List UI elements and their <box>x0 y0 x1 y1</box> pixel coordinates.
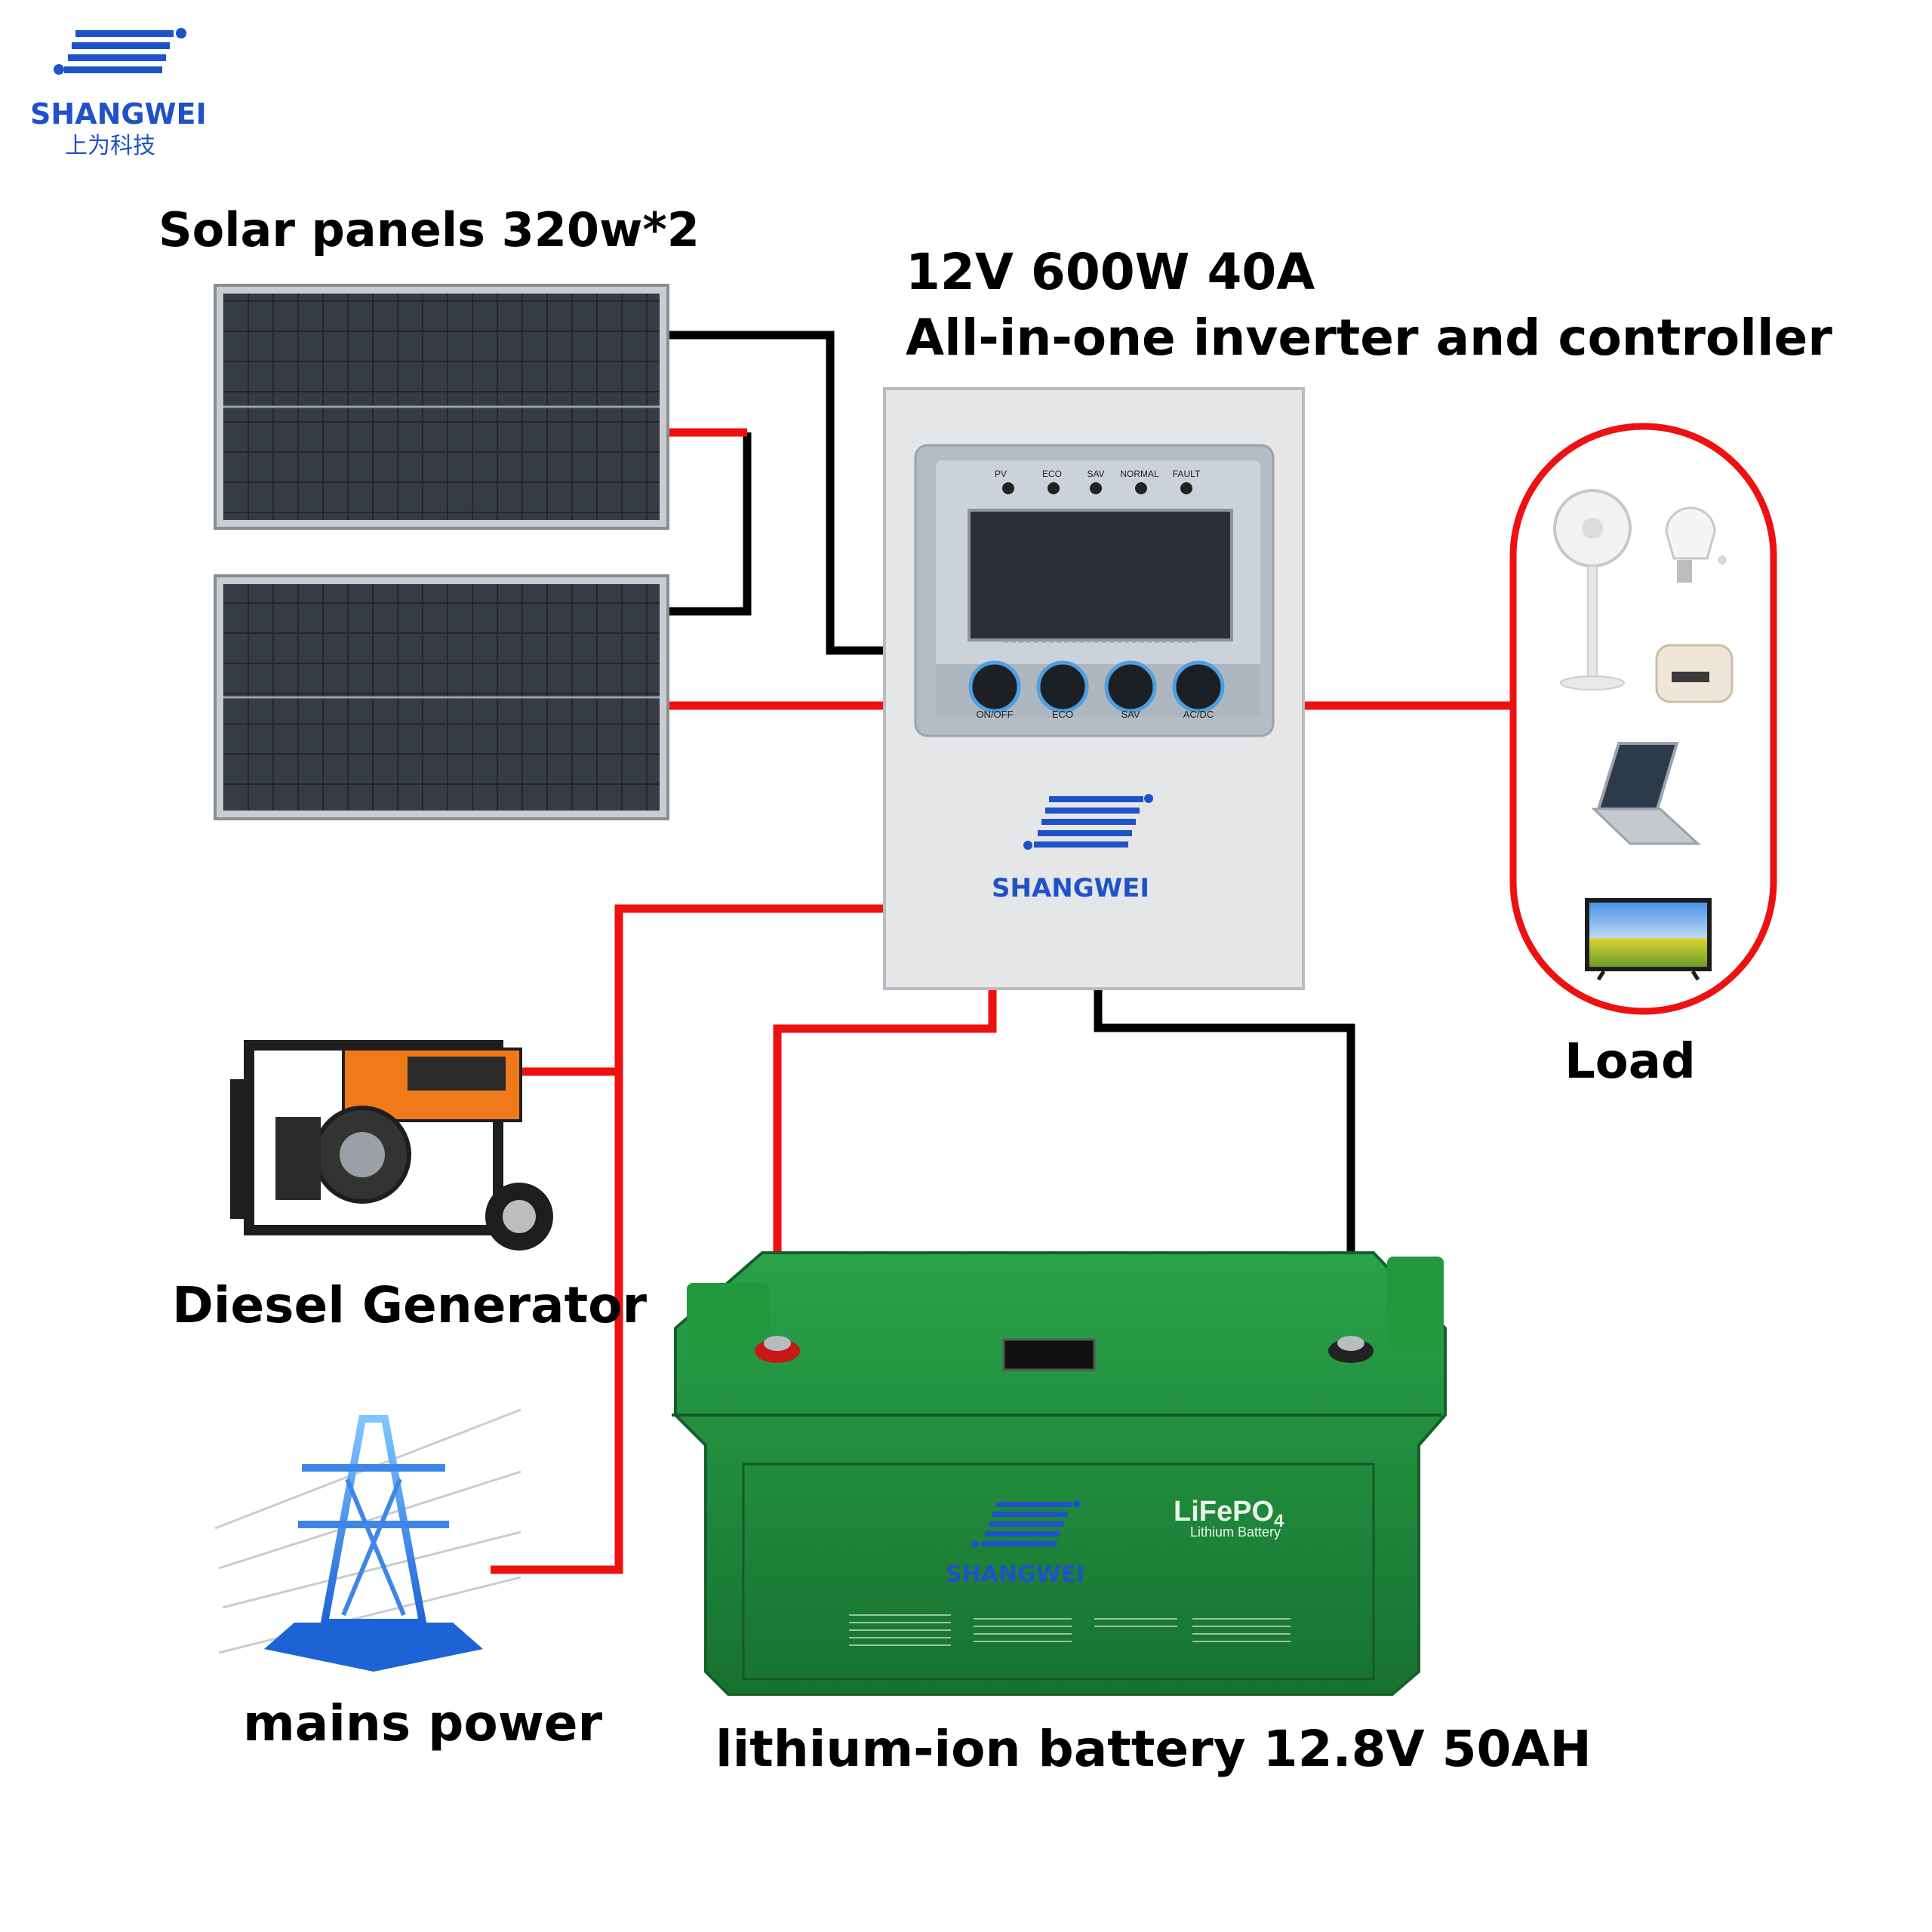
indicator-label-sav: SAV <box>1087 469 1104 479</box>
wire-ac-input <box>491 904 884 1574</box>
battery-chemistry-sub: 4 <box>1274 1511 1284 1531</box>
generator-label: Diesel Generator <box>172 1276 647 1334</box>
ac-dc-label: AC/DC <box>1183 709 1214 720</box>
controller-name-label: All-in-one inverter and controller <box>906 309 1832 367</box>
solar-panel-2 <box>214 574 669 820</box>
brand-chinese: 上为科技 <box>65 133 155 159</box>
indicator-label-normal: NORMAL <box>1120 469 1159 479</box>
control-buttons: ON/OFF ECO SAV AC/DC <box>968 660 1225 720</box>
sav-label: SAV <box>1121 709 1140 720</box>
on-off-button[interactable] <box>968 660 1021 713</box>
wire-pv-series-link <box>668 432 752 616</box>
sj-logo-icon <box>54 28 186 75</box>
battery-positive-terminal <box>755 1336 800 1363</box>
battery-label: lithium-ion battery 12.8V 50AH <box>715 1720 1592 1778</box>
battery-brand: SHANGWEI <box>946 1561 1084 1588</box>
battery-chemistry: LiFePO4 <box>1174 1496 1284 1531</box>
controller-brand: SHANGWEI <box>992 873 1149 903</box>
indicator-led-sav <box>1090 482 1102 494</box>
battery: SHANGWEI LiFePO4 Lithium Battery <box>672 1251 1447 1696</box>
on-off-label: ON/OFF <box>976 709 1013 720</box>
wire-pv-negative <box>668 331 884 655</box>
indicator-led-normal <box>1135 482 1147 494</box>
fan-icon <box>1553 489 1632 691</box>
wiring <box>491 331 1513 1574</box>
wire-battery-positive <box>773 989 997 1340</box>
brand-logo: SHANGWEI 上为科技 <box>30 28 207 159</box>
indicator-label-fault: FAULT <box>1173 469 1201 479</box>
battery-type: Lithium Battery <box>1190 1524 1281 1540</box>
load-group <box>1509 423 1777 1015</box>
ac-dc-button[interactable] <box>1172 660 1225 713</box>
pylon-icon <box>214 1408 521 1672</box>
eco-label: ECO <box>1052 709 1073 720</box>
sav-button[interactable] <box>1104 660 1157 713</box>
lcd-screen <box>968 509 1233 641</box>
generator-icon <box>230 1040 553 1251</box>
indicator-led-pv <box>1002 482 1014 494</box>
bulb-icon <box>1665 506 1727 583</box>
controller-logo-icon <box>1023 794 1153 850</box>
tv-icon <box>1585 898 1712 981</box>
indicator-label-eco: ECO <box>1042 469 1062 479</box>
rice-cooker-icon <box>1655 644 1734 703</box>
indicator-label-pv: PV <box>995 469 1007 479</box>
indicator-led-eco <box>1048 482 1060 494</box>
indicator-led-fault <box>1180 482 1192 494</box>
load-label: Load <box>1564 1034 1696 1090</box>
indicator-row: PV ECO SAV NORMAL FAULT <box>995 469 1201 494</box>
inverter-controller: PV ECO SAV NORMAL FAULT ON/OFF ECO SAV A… <box>883 387 1305 990</box>
eco-button[interactable] <box>1036 660 1089 713</box>
battery-display <box>1002 1338 1096 1371</box>
solar-panel-1 <box>214 284 669 530</box>
brand-name: SHANGWEI <box>30 97 207 131</box>
battery-chemistry-main: LiFePO <box>1174 1496 1274 1527</box>
battery-logo-icon <box>971 1500 1081 1548</box>
laptop-icon <box>1591 742 1701 845</box>
battery-spec-fineprint <box>849 1614 1291 1646</box>
controller-spec-label: 12V 600W 40A <box>906 243 1315 301</box>
solar-panels-label: Solar panels 320w*2 <box>158 202 700 257</box>
mains-label: mains power <box>243 1694 603 1752</box>
wire-battery-negative <box>1094 989 1355 1340</box>
battery-negative-terminal <box>1328 1336 1374 1363</box>
